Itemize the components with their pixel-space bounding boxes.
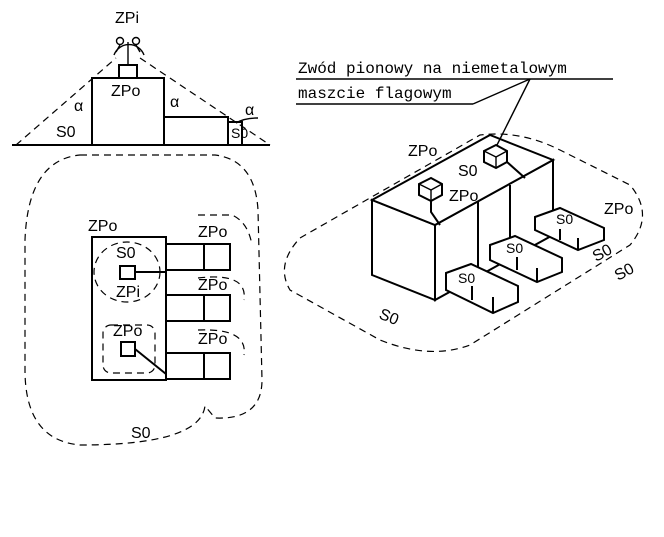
terminal-node-right (131, 36, 141, 46)
plan-down-conductor (134, 348, 167, 375)
roof-box (118, 64, 138, 79)
label-zpo-side: ZPo (111, 83, 140, 100)
iso-mast-box-edge-b (495, 150, 508, 158)
label-so-iso-wing-1: S0 (556, 211, 573, 227)
plan-wing-zone-2 (197, 276, 245, 301)
label-zpo-iso-wing: ZPo (604, 201, 633, 218)
plan-wing-2 (165, 294, 231, 322)
label-alpha-left: α (74, 98, 83, 115)
protection-cone-right (139, 57, 271, 146)
plan-wing-1 (165, 243, 231, 271)
plan-wing-3 (165, 352, 231, 380)
label-zpo-plan-terminal: ZPo (113, 323, 142, 340)
label-zpo-plan-main: ZPo (88, 218, 117, 235)
label-so-iso-wing-2: S0 (506, 240, 523, 256)
iso-roof-terminal-edge-a (418, 183, 432, 191)
plan-wing-zone-3 (197, 329, 245, 356)
terminal-arrow-right (135, 44, 141, 53)
label-alpha-middle: α (170, 94, 179, 111)
side-view (12, 36, 271, 146)
iso-wing-3 (445, 262, 519, 315)
label-so-side-right: S0 (231, 125, 248, 141)
label-zpi-top: ZPi (115, 10, 139, 27)
isometric-view (283, 133, 643, 352)
title-line-1: Zwód pionowy na niemetalowym (298, 60, 567, 78)
iso-wing-2 (489, 234, 563, 284)
label-so-iso-zone-right-b: S0 (612, 260, 637, 284)
label-so-iso-wing-3: S0 (458, 270, 475, 286)
label-so-plan-bottom: S0 (131, 425, 151, 442)
plan-mast-box (119, 265, 136, 280)
plan-wing-zone-1 (198, 214, 253, 246)
iso-mast-conductor (506, 161, 526, 179)
alpha-leader-line (235, 117, 259, 124)
low-annex (163, 116, 229, 146)
iso-terminal-conductor (430, 201, 441, 226)
label-zpo-plan-wing-3: ZPo (198, 331, 227, 348)
label-so-iso-mast: S0 (458, 163, 478, 180)
title-line-2: maszcie flagowym (298, 85, 452, 103)
plan-roof-terminal (120, 341, 136, 357)
plan-protection-zone (24, 154, 263, 446)
label-so-plan-mast: S0 (116, 245, 136, 262)
label-alpha-right: α (245, 102, 254, 119)
label-zpo-plan-wing-2: ZPo (198, 277, 227, 294)
label-zpi-plan: ZPi (116, 284, 140, 301)
iso-protection-zone (283, 133, 643, 352)
iso-mast-box-edge-a (483, 150, 497, 158)
label-so-side-left: S0 (56, 124, 76, 141)
terminal-arrow-left (115, 44, 121, 53)
label-zpo-iso-terminal: ZPo (449, 188, 478, 205)
label-zpo-iso-top: ZPo (408, 143, 437, 160)
plan-terminal-zone (102, 324, 156, 374)
iso-roof-terminal-edge-b (430, 183, 443, 191)
protection-cone-left (15, 57, 117, 146)
iso-wing-1 (534, 206, 605, 252)
title-leader-line (496, 78, 531, 146)
label-so-iso-zone-bottom: S0 (377, 306, 402, 329)
label-zpo-plan-wing-1: ZPo (198, 224, 227, 241)
plan-view (24, 154, 263, 446)
title-leader-join (472, 78, 531, 105)
terminal-node-left (115, 36, 125, 46)
